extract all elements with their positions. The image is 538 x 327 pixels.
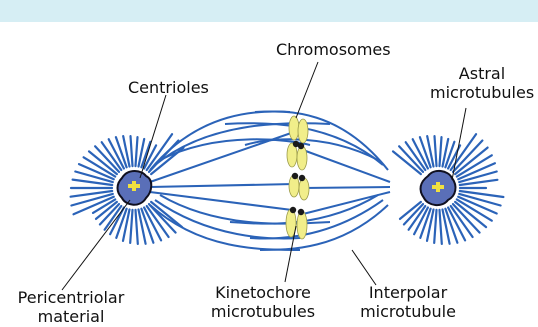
centrosome-left <box>118 171 152 205</box>
astral-microtubule <box>440 210 442 244</box>
chromosome-arm <box>297 211 307 239</box>
kinetochore-dot <box>292 173 298 179</box>
kinetochore-dot <box>299 175 305 181</box>
label-line: Pericentriolar <box>6 288 136 307</box>
astral-microtubule <box>131 136 133 166</box>
chromosome-arm <box>297 146 307 170</box>
label-kinetochore-microtubules: Kinetochore microtubules <box>208 283 318 321</box>
label-line: Interpolar <box>348 283 468 302</box>
interpolar-microtubules <box>150 111 388 250</box>
chromosome-arm <box>289 116 299 140</box>
label-line: microtubules <box>208 302 318 321</box>
chromosome-arm <box>299 178 309 200</box>
label-interpolar-microtubule: Interpolar microtubule <box>348 283 468 321</box>
astral-microtubule <box>136 137 138 166</box>
kinetochore-dot <box>298 143 304 149</box>
chromosome-arm <box>298 119 308 143</box>
astral-microtubule <box>435 136 437 166</box>
label-line: Kinetochore <box>208 283 318 302</box>
label-astral-microtubules: Astral microtubules <box>430 64 534 102</box>
centriole-icon <box>132 181 136 191</box>
kinetochore-dot <box>290 207 296 213</box>
label-line: microtubule <box>348 302 468 321</box>
astral-microtubule <box>136 210 138 244</box>
label-line: Astral <box>430 64 534 83</box>
label-line: microtubules <box>430 83 534 102</box>
label-chromosomes: Chromosomes <box>276 40 391 59</box>
astral-microtubule <box>434 210 436 243</box>
centrosome-right <box>421 171 456 205</box>
centriole-icon <box>436 182 440 192</box>
label-pericentriolar-material: Pericentriolar material <box>6 288 136 326</box>
label-line: material <box>6 307 136 326</box>
label-centrioles: Centrioles <box>128 78 209 97</box>
kinetochore-dot <box>298 209 304 215</box>
astral-microtubule <box>440 137 442 166</box>
astral-microtubule <box>130 210 132 243</box>
